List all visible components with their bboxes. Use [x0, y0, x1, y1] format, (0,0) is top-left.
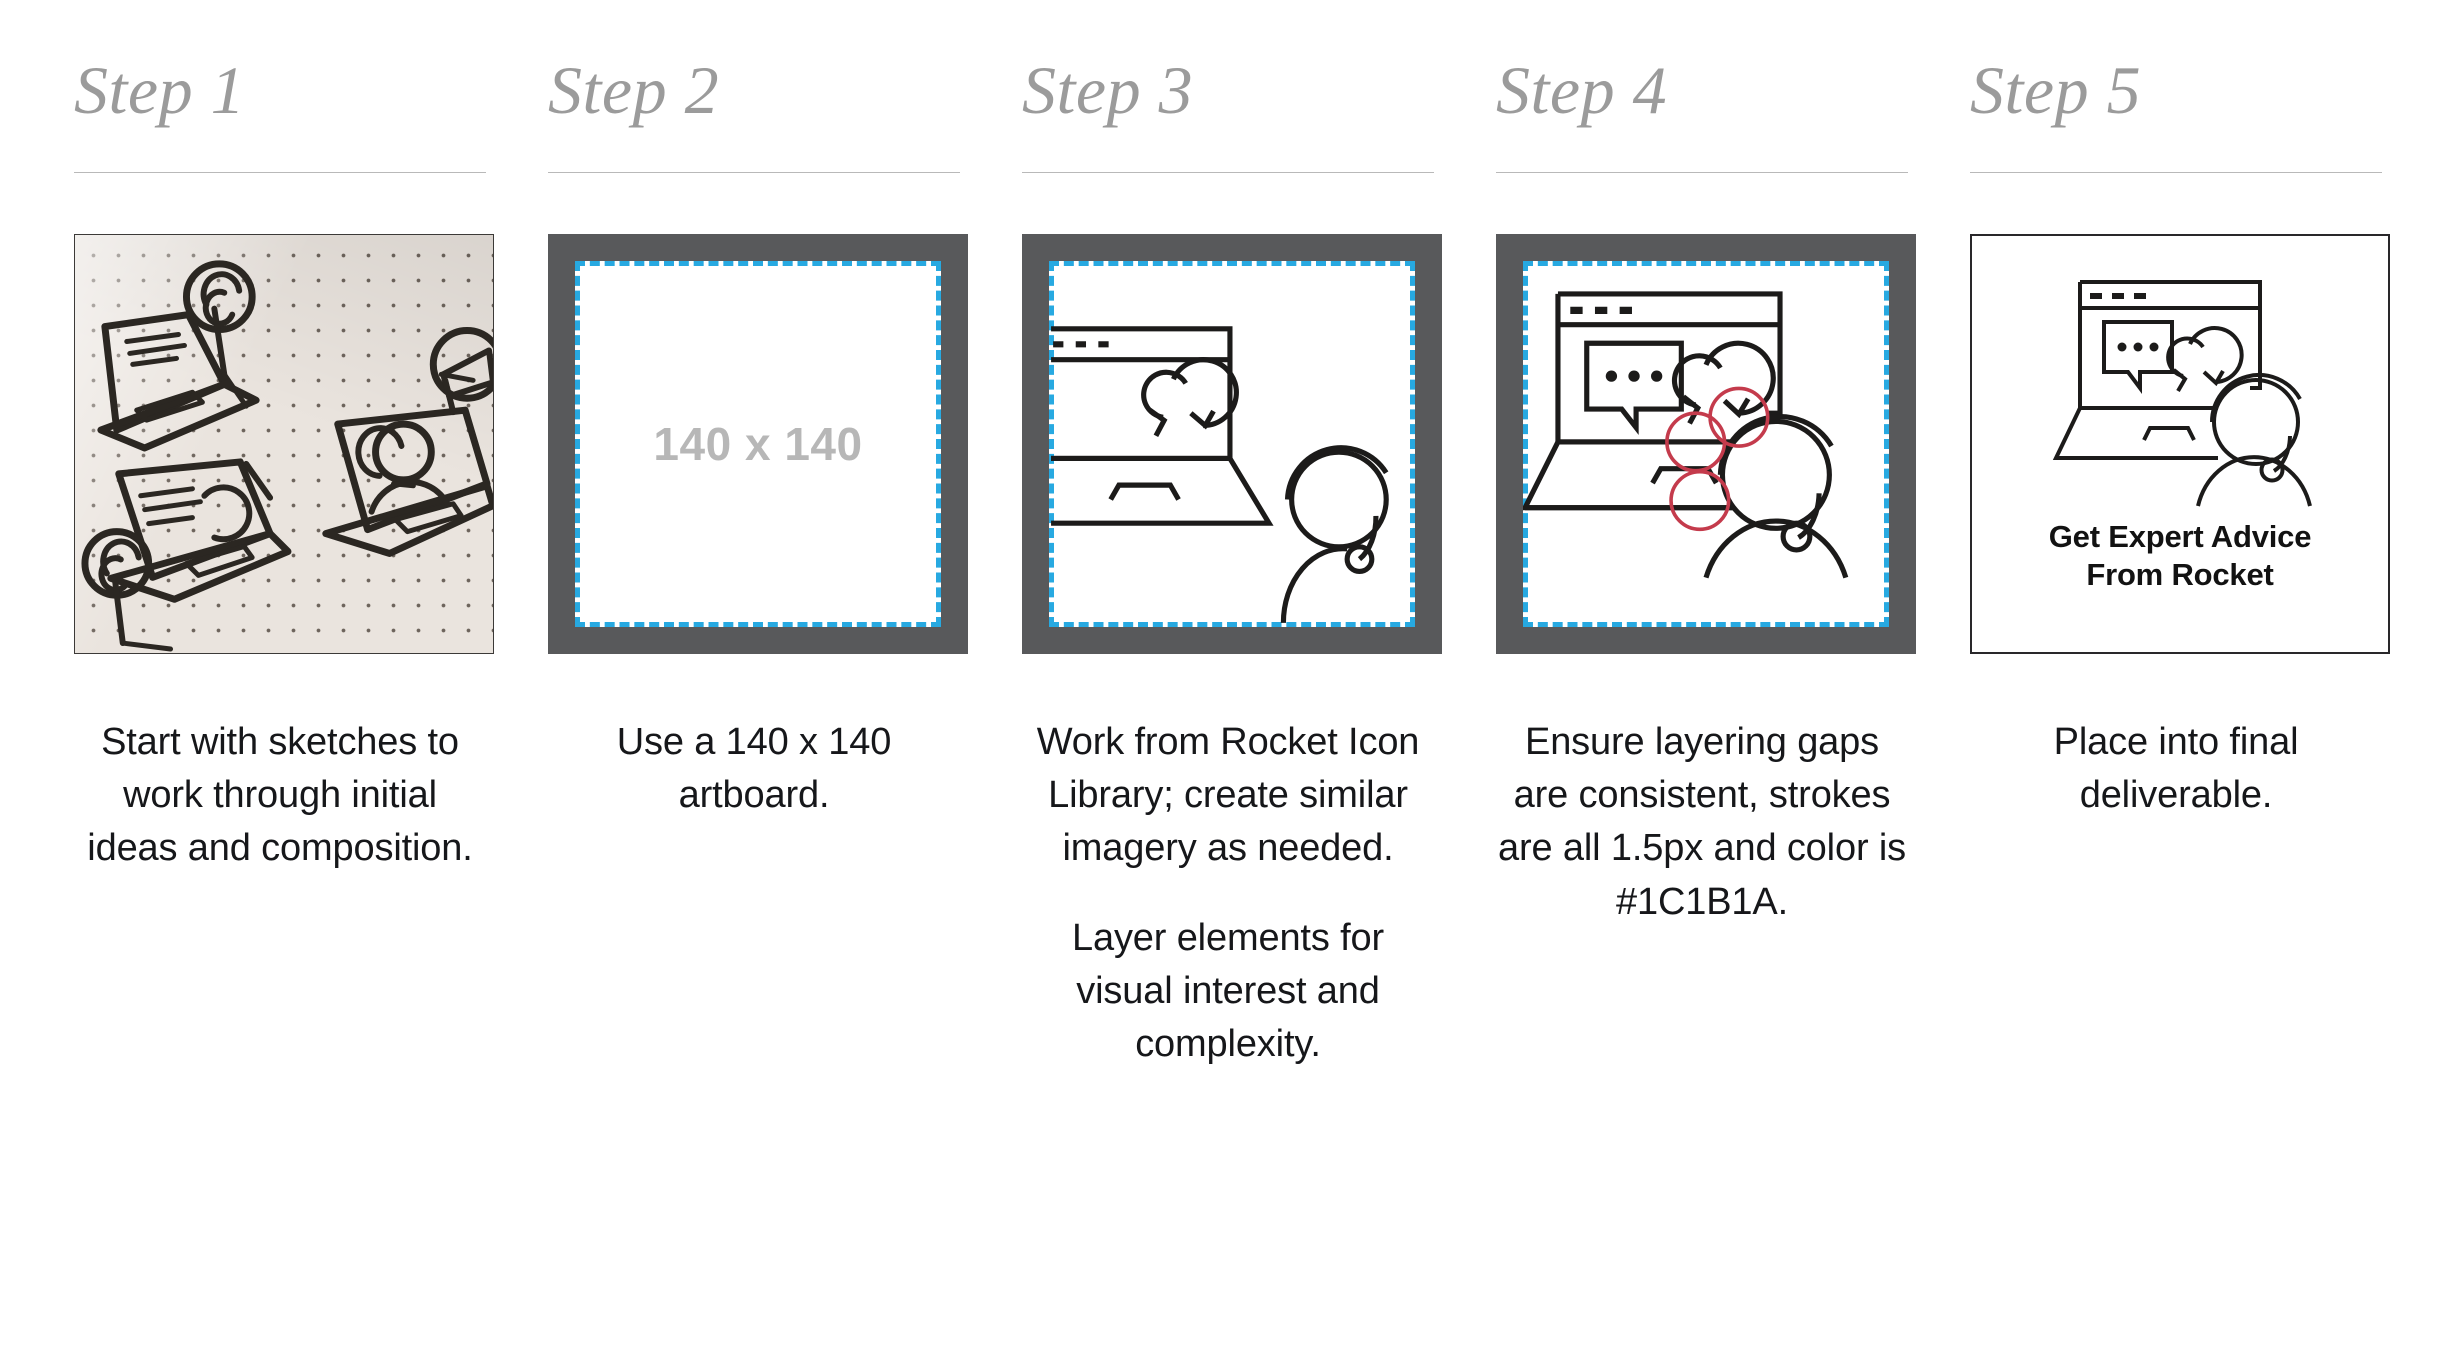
- artboard-frame: [1022, 234, 1442, 654]
- chat-dot: [1605, 370, 1618, 382]
- agent-shoulder: [1703, 518, 1849, 579]
- step-column-1: Step 1: [74, 52, 494, 1071]
- laptop-trackpad: [1108, 482, 1181, 501]
- gap-annotations: [1665, 386, 1770, 532]
- chat-dot: [2133, 342, 2143, 352]
- step-column-5: Step 5: [1970, 52, 2390, 1071]
- artboard-canvas: [1523, 261, 1889, 627]
- step-artwork-slot-1: [74, 234, 494, 654]
- step-column-4: Step 4: [1496, 52, 1916, 1071]
- final-deliverable-card: Get Expert Advice From Rocket: [1970, 234, 2390, 654]
- deliverable-caption-line-1: Get Expert Advice: [2048, 519, 2312, 554]
- step-artwork-slot-2: 140 x 140: [548, 234, 968, 654]
- step-title-5: Step 5: [1970, 52, 2142, 128]
- caption-paragraph: Ensure layering gaps are consistent, str…: [1498, 721, 1906, 923]
- refresh-arrow-outer: [1703, 340, 1776, 416]
- agent-shoulder: [1280, 546, 1348, 623]
- chat-bubble: [2102, 320, 2174, 394]
- refresh-arrow-outer: [2188, 326, 2244, 384]
- refresh-arrow-outer: [1171, 357, 1239, 429]
- headset-band: [1284, 445, 1389, 500]
- headset-mic: [1344, 544, 1375, 575]
- steps-row: Step 1: [74, 52, 2390, 1071]
- laptop-base: [2052, 407, 2218, 460]
- chat-dot: [1628, 370, 1640, 382]
- artboard-frame: 140 x 140: [548, 234, 968, 654]
- step-caption-1: Start with sketches to work through init…: [74, 716, 486, 876]
- sketch-photo: [74, 234, 494, 654]
- deliverable-caption-line-2: From Rocket: [2086, 557, 2274, 593]
- headset-boom: [1357, 515, 1379, 562]
- caption-paragraph: Start with sketches to work through init…: [87, 721, 473, 870]
- artboard-canvas: [1049, 261, 1415, 627]
- refresh-arrow-head-right: [1189, 409, 1216, 430]
- dot-grid-paper-texture: [75, 235, 493, 653]
- step-divider-3: [1022, 172, 1434, 173]
- chat-dot: [2117, 342, 2127, 352]
- step-artwork-slot-4: [1496, 234, 1916, 654]
- step-caption-3: Work from Rocket Icon Library; create si…: [1022, 716, 1434, 1071]
- step-column-3: Step 3: [1022, 52, 1442, 1071]
- headset-boom: [1797, 493, 1822, 540]
- step-artwork-slot-5: Get Expert Advice From Rocket: [1970, 234, 2390, 654]
- step-artwork-slot-3: [1022, 234, 1442, 654]
- refresh-arrow-head-left: [2172, 368, 2188, 393]
- laptop-base: [1523, 440, 1735, 511]
- chat-bubble: [1584, 340, 1684, 436]
- refresh-arrow-head-left: [1681, 394, 1702, 425]
- final-icon: [1972, 260, 2388, 520]
- artboard-canvas: 140 x 140: [575, 261, 941, 627]
- chat-dot: [2149, 342, 2159, 352]
- annotation-circle: [1669, 469, 1731, 532]
- step-divider-5: [1970, 172, 2382, 173]
- annotation-circle: [1708, 386, 1770, 448]
- headset-band: [1717, 414, 1834, 475]
- browser-window-frame: [1557, 291, 1783, 416]
- artboard-frame: [1496, 234, 1916, 654]
- deliverable-caption: Get Expert Advice From Rocket: [1996, 518, 2364, 594]
- rocket-icon-in-progress: [1051, 326, 1389, 623]
- browser-window-frame: [1051, 326, 1233, 461]
- rocket-icon-annotated: [1523, 291, 1849, 579]
- step-caption-5: Place into final deliverable.: [1970, 716, 2382, 822]
- step-column-2: Step 2 140 x 140 Use a 140 x 140 artboar…: [548, 52, 968, 1071]
- caption-paragraph: Use a 140 x 140 artboard.: [616, 721, 892, 817]
- chat-dot: [1650, 370, 1663, 382]
- step-caption-2: Use a 140 x 140 artboard.: [548, 716, 960, 822]
- refresh-arrow-head-left: [1148, 407, 1168, 437]
- step-title-2: Step 2: [548, 52, 720, 128]
- agent-shoulder: [2196, 455, 2312, 507]
- agent-head: [2212, 378, 2300, 466]
- step-caption-4: Ensure layering gaps are consistent, str…: [1496, 716, 1908, 929]
- headset-band: [2210, 372, 2302, 423]
- step-divider-1: [74, 172, 486, 173]
- laptop-base: [1051, 455, 1274, 526]
- step-title-1: Step 1: [74, 52, 246, 128]
- caption-paragraph: Work from Rocket Icon Library; create si…: [1036, 721, 1420, 870]
- laptop-trackpad: [2142, 426, 2196, 441]
- step-title-4: Step 4: [1496, 52, 1668, 128]
- sketch-strokes: [81, 260, 493, 652]
- step-title-3: Step 3: [1022, 52, 1194, 128]
- headset-boom: [2272, 435, 2292, 473]
- refresh-arrow-head-right: [2202, 369, 2225, 387]
- agent-head: [1719, 418, 1832, 531]
- refresh-arrow-head-right: [1722, 397, 1751, 419]
- caption-paragraph: Layer elements for visual interest and c…: [1071, 916, 1384, 1065]
- artboard-size-label: 140 x 140: [653, 418, 863, 470]
- caption-paragraph: Place into final deliverable.: [2053, 721, 2299, 817]
- step-divider-4: [1496, 172, 1908, 173]
- step-divider-2: [548, 172, 960, 173]
- rocket-icon-final: [2052, 280, 2312, 507]
